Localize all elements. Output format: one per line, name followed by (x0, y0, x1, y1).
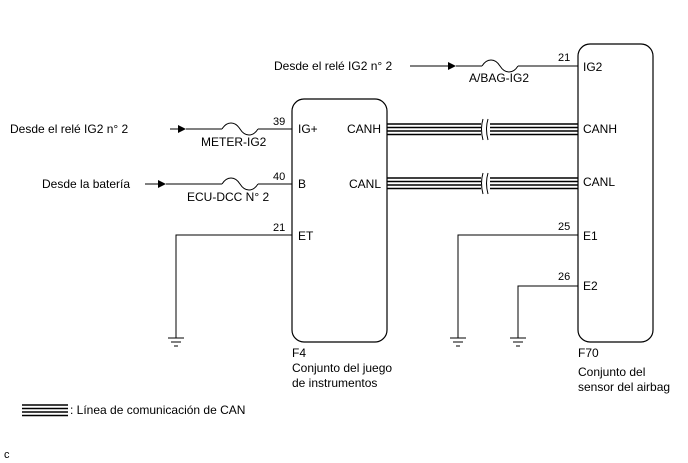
wire-e1-ground (457, 234, 578, 338)
f4-pin-40-num: 40 (273, 171, 285, 183)
fuse-icon (221, 122, 259, 136)
arrow-icon (170, 125, 186, 133)
legend-text: : Línea de comunicación de CAN (70, 403, 245, 417)
f4-pin-et-label: ET (298, 229, 314, 243)
f4-component-box (291, 98, 388, 343)
f70-name-line2: sensor del airbag (578, 380, 670, 394)
f4-pin-b-label: B (298, 177, 306, 191)
f4-code: F4 (292, 346, 306, 360)
f4-pin-canl-label: CANL (349, 177, 381, 191)
ground-icon (168, 337, 184, 347)
source-top-relay: Desde el relé IG2 n° 2 (274, 59, 393, 73)
f70-pin-26-num: 26 (558, 271, 570, 283)
f4-name-line1: Conjunto del juego (292, 361, 392, 375)
f70-pin-25-num: 25 (558, 221, 570, 233)
f70-pin-ig2-label: IG2 (583, 60, 603, 74)
ground-icon (450, 337, 466, 347)
f4-pin-canh-label: CANH (347, 122, 381, 136)
ground-icon (510, 337, 526, 347)
source-left-relay: Desde el relé IG2 n° 2 (10, 122, 129, 136)
fuse-ecu-label: ECU-DCC N° 2 (187, 190, 269, 204)
f70-component-box (577, 43, 654, 343)
fuse-meter-label: METER-IG2 (201, 135, 267, 149)
arrow-icon (410, 62, 456, 70)
arrow-icon (145, 180, 166, 188)
wire-et-ground (175, 234, 292, 338)
f70-pin-canh-label: CANH (583, 122, 617, 136)
f70-pin-e1-label: E1 (583, 229, 598, 243)
f4-name-line2: de instrumentos (292, 376, 377, 390)
f4-pin-39-num: 39 (273, 116, 285, 128)
f4-pin-ig-label: IG+ (298, 122, 318, 136)
fuse-airbag-label: A/BAG-IG2 (469, 71, 529, 85)
fuse-icon (481, 59, 519, 73)
fuse-icon (221, 177, 259, 191)
f70-pin-canl-label: CANL (583, 175, 615, 189)
f70-pin-e2-label: E2 (583, 279, 598, 293)
wire-e2-ground (517, 285, 578, 338)
source-battery: Desde la batería (42, 177, 130, 191)
f70-code: F70 (578, 346, 599, 360)
legend-can-line-symbol (22, 404, 68, 417)
can-bus-break-icon (481, 118, 490, 141)
f70-pin-21-num: 21 (558, 52, 570, 64)
f70-name-line1: Conjunto del (578, 365, 645, 379)
corner-mark: c (4, 449, 10, 461)
f4-pin-21-num: 21 (273, 222, 285, 234)
can-bus-break-icon (481, 172, 490, 195)
